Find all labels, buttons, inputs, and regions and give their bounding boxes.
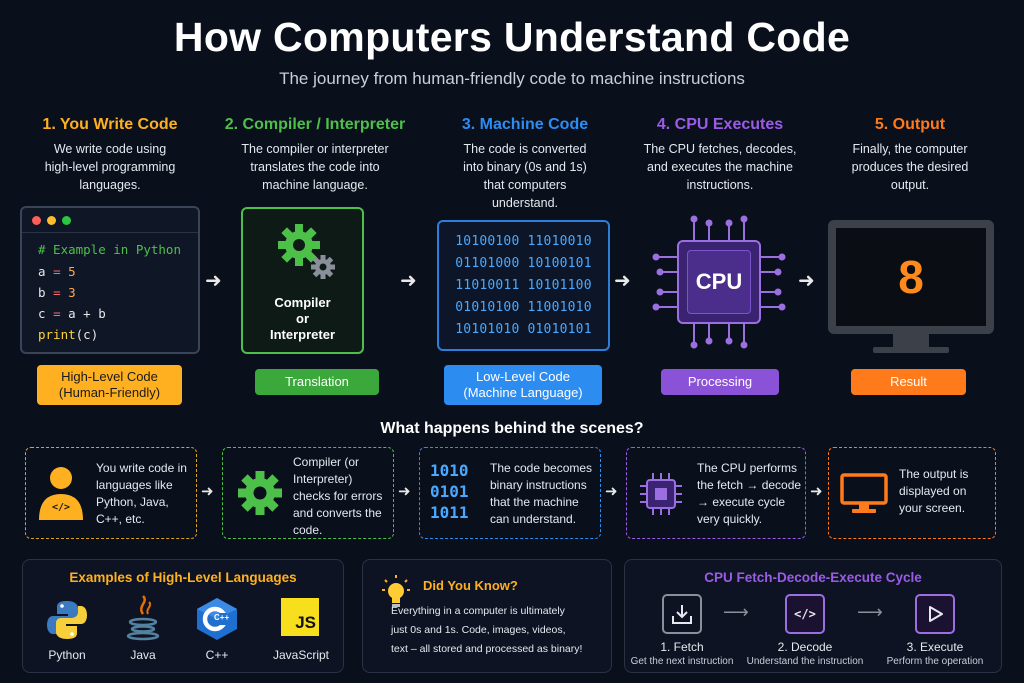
flow-arrow-icon: ➜ [810,483,823,500]
monitor-stand [893,334,929,348]
gear-icon [238,471,282,515]
output-value: 8 [836,228,986,326]
window-minimize-dot [47,216,56,225]
window-maximize-dot [62,216,71,225]
step-4-desc: The CPU fetches, decodes,and executes th… [643,142,797,192]
code-line-4: print(c) [38,327,99,342]
binary-line: 11010011 10101100 [455,278,592,293]
language-python-label: Python [48,648,86,662]
pill-low-level-code: Low-Level Code(Machine Language) [444,365,602,405]
page-subtitle: The journey from human-friendly code to … [279,69,745,88]
fetch-step-sub: Get the next instruction [630,656,734,667]
did-you-know-title: Did You Know? [423,578,518,593]
cpu-cycle-title: CPU Fetch-Decode-Execute Cycle [704,570,922,585]
step-1-heading: 1. You Write Code [42,116,178,133]
flow-arrow-icon: ➜ [398,483,411,500]
execute-step-sub: Perform the operation [886,656,984,667]
fetch-step-box [662,594,702,634]
pill-result: Result [851,369,966,395]
download-tray-icon [672,605,692,624]
java-icon [126,595,160,641]
decode-step-label: 2. Decode [777,640,833,654]
execute-step-box [915,594,955,634]
code-comment: # Example in Python [38,242,181,257]
binary-line: 10101010 01010101 [455,322,592,337]
monitor-base [873,347,949,353]
python-icon [47,601,87,639]
decode-step-sub: Understand the instruction [746,656,864,667]
binary-line: 01010100 11001010 [455,300,592,315]
did-you-know-panel: Did You Know? Everything in a computer i… [362,559,612,673]
languages-panel: Examples of High-Level Languages Python … [22,559,344,673]
code-symbol-icon: </> [51,502,71,513]
window-close-dot [32,216,41,225]
chip-icon [640,473,682,515]
cpu-chip: CPU [677,240,761,324]
cpu-pins-icon [652,215,786,349]
cpp-icon [197,598,237,640]
pill-high-level-code: High-Level Code(Human-Friendly) [37,365,182,405]
flow-arrow-icon: ➜ [614,270,631,292]
lightbulb-icon [382,575,410,607]
language-javascript-label: JavaScript [272,648,330,662]
binary-line: 01101000 10100101 [455,256,592,271]
display-icon [840,473,888,513]
machine-code-box: 10100100 11010010 01101000 10100101 1101… [437,220,610,351]
cycle-arrow-icon: ⟶ [857,602,883,622]
gears-icon [278,224,335,279]
code-line-2: b = 3 [38,285,76,300]
pill-processing: Processing [661,369,779,395]
page-title: How Computers Understand Code [173,14,851,60]
binary-line: 10100100 11010010 [455,234,592,249]
flow-arrow-icon: ➜ [205,270,222,292]
cpu-cycle-panel: CPU Fetch-Decode-Execute Cycle 1. Fetch … [624,559,1002,673]
step-2-heading: 2. Compiler / Interpreter [224,116,406,133]
code-editor-window: # Example in Python a = 5 b = 3 c = a + … [20,206,200,354]
cpu-label: CPU [687,250,751,314]
monitor: 8 [828,220,994,334]
code-line-1: a = 5 [38,264,76,279]
flow-arrow-icon: ➜ [400,270,417,292]
flow-arrow-icon: ➜ [201,483,214,500]
decode-step-box: </> [785,594,825,634]
step-5-heading: 5. Output [874,116,946,133]
pill-translation: Translation [255,369,379,395]
cpp-badge: C++ [214,613,230,622]
flow-arrow-icon: ➜ [605,483,618,500]
javascript-icon: JS [281,598,319,636]
flow-arrow-icon: ➜ [798,270,815,292]
language-java-label: Java [130,648,156,662]
language-cpp-label: C++ [205,648,229,662]
code-line-3: c = a + b [38,306,106,321]
code-symbol-icon: </> [794,607,816,621]
cycle-arrow-icon: ⟶ [723,602,749,622]
execute-step-label: 3. Execute [906,640,964,654]
fetch-step-label: 1. Fetch [660,640,704,654]
programmer-icon [39,467,83,520]
step-4-heading: 4. CPU Executes [656,116,784,133]
play-icon [929,606,943,622]
languages-title: Examples of High-Level Languages [69,570,297,585]
behind-scenes-title: What happens behind the scenes? [380,420,644,437]
step-3-heading: 3. Machine Code [461,116,589,133]
